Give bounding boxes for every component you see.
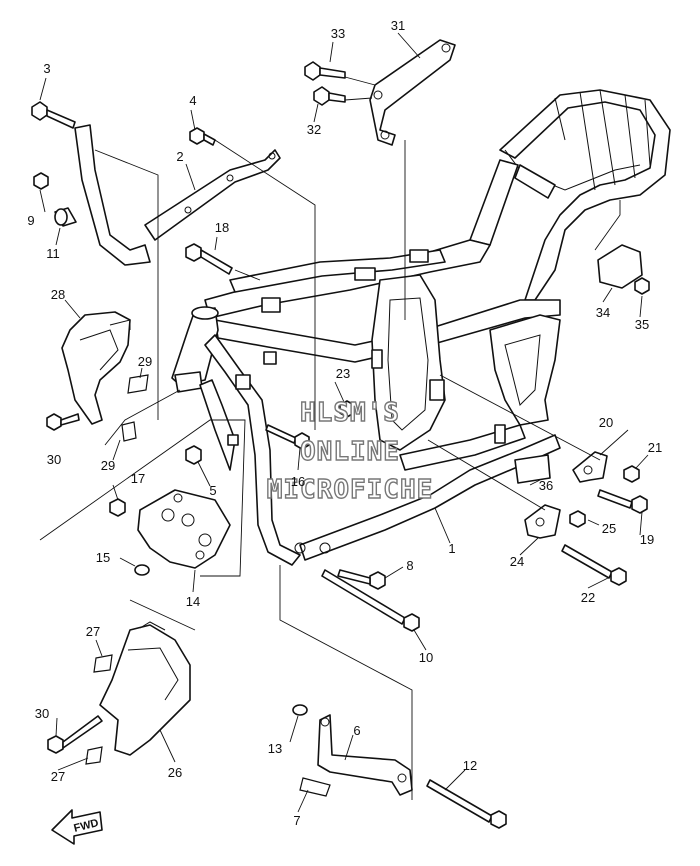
part-22-bolt	[561, 544, 627, 586]
callout-labels: 1 2 3 4 5 6 7 8 9 10 11 12 13 14 15 16 1…	[27, 18, 662, 828]
watermark-line-3: MICROFICHE	[267, 475, 434, 505]
callout-23: 23	[336, 366, 350, 381]
callout-36: 36	[539, 478, 553, 493]
callout-27b: 27	[51, 769, 65, 784]
callout-13: 13	[268, 741, 282, 756]
callout-2: 2	[176, 149, 183, 164]
part-13-washer	[292, 704, 308, 716]
part-28-cover	[61, 311, 131, 425]
callout-24: 24	[510, 554, 524, 569]
callout-9: 9	[27, 213, 34, 228]
callout-18: 18	[215, 220, 229, 235]
part-18-bolt	[185, 243, 233, 275]
part-29-label-a	[127, 374, 149, 394]
callout-4: 4	[189, 93, 196, 108]
callout-34: 34	[596, 305, 610, 320]
part-11-spacer	[54, 207, 77, 227]
callout-32: 32	[307, 122, 321, 137]
callout-20: 20	[599, 415, 613, 430]
part-34-mount	[597, 244, 643, 289]
callout-7: 7	[293, 813, 300, 828]
part-9-bolt	[33, 172, 49, 190]
part-35-bolt	[634, 277, 650, 295]
fwd-arrow: FWD	[51, 809, 103, 845]
callout-10: 10	[419, 650, 433, 665]
callout-19: 19	[640, 532, 654, 547]
callout-12: 12	[463, 758, 477, 773]
callout-29a: 29	[138, 354, 152, 369]
fwd-label: FWD	[73, 817, 100, 835]
callout-6: 6	[353, 723, 360, 738]
part-21-bolt	[623, 465, 640, 483]
callout-25: 25	[602, 521, 616, 536]
part-30-bolt-a	[46, 413, 80, 431]
callout-14: 14	[186, 594, 200, 609]
part-36-label	[514, 454, 551, 484]
callout-30a: 30	[47, 452, 61, 467]
part-30-bolt-b	[47, 715, 103, 754]
callout-26: 26	[168, 765, 182, 780]
part-20-bracket	[572, 451, 608, 483]
part-32-bolt	[313, 86, 346, 106]
watermark: HLSM'S ONLINE MICROFICHE	[266, 397, 434, 505]
watermark-line-1: HLSM'S	[300, 398, 400, 428]
part-26-cover	[99, 621, 191, 756]
assembly-lines	[39, 76, 621, 800]
part-15-nut	[134, 564, 150, 576]
leader-lines	[39, 32, 649, 813]
part-16-bolt	[265, 424, 310, 450]
part-6-side-stand	[317, 714, 413, 796]
part-17-bolt	[109, 498, 126, 517]
callout-28: 28	[51, 287, 65, 302]
part-14-engine-bracket	[137, 489, 231, 569]
part-27-label-b	[85, 746, 103, 765]
part-24-bracket	[524, 504, 561, 539]
main-frame	[171, 89, 671, 566]
callout-31: 31	[391, 18, 405, 33]
callout-16: 16	[291, 474, 305, 489]
part-23-bolt	[339, 400, 355, 418]
part-3-bolt	[31, 101, 76, 129]
part-25-bolt	[569, 510, 586, 528]
engine-guard-tube	[74, 124, 151, 266]
callout-3: 3	[43, 61, 50, 76]
part-8-bolt	[337, 569, 386, 590]
part-31-bracket	[369, 39, 456, 146]
part-4-bolt	[189, 127, 216, 146]
callout-22: 22	[581, 590, 595, 605]
part-27-label-a	[93, 654, 113, 673]
part-29-label-b	[121, 421, 137, 442]
callout-27a: 27	[86, 624, 100, 639]
part-10-bolt	[321, 569, 420, 632]
callout-29b: 29	[101, 458, 115, 473]
part-33-bolt	[304, 61, 346, 81]
part-2-bracket	[144, 149, 281, 241]
part-19-bolt	[597, 489, 648, 514]
part-12-bolt	[426, 779, 507, 829]
part-5-nut	[185, 445, 202, 465]
callout-33: 33	[331, 26, 345, 41]
part-7-label	[299, 777, 331, 797]
callout-15: 15	[96, 550, 110, 565]
callout-35: 35	[635, 317, 649, 332]
callout-8: 8	[406, 558, 413, 573]
callout-5: 5	[209, 483, 216, 498]
watermark-line-2: ONLINE	[300, 437, 400, 467]
callout-17: 17	[131, 471, 145, 486]
callout-21: 21	[648, 440, 662, 455]
callout-11: 11	[46, 246, 60, 261]
callout-30b: 30	[35, 706, 49, 721]
callout-1: 1	[448, 541, 455, 556]
